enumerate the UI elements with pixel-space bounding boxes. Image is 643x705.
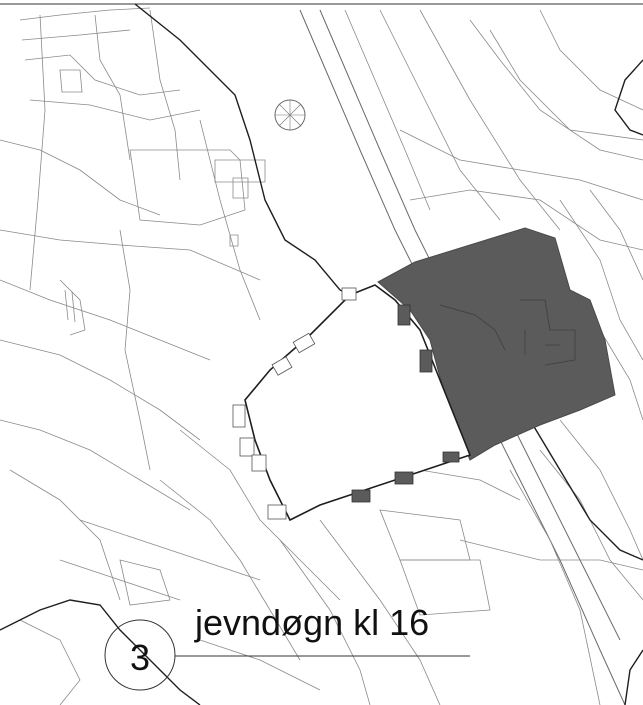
site-building: [232, 284, 472, 522]
map-caption: 3 jevndøgn kl 16: [104, 602, 470, 691]
caption-number-circle: [104, 619, 176, 691]
shadow-inner-lines: [439, 299, 576, 366]
shadow-area: [377, 227, 616, 461]
compass-rose-icon: [275, 100, 305, 130]
caption-title: jevndøgn kl 16: [194, 602, 429, 643]
caption-number: 3: [130, 637, 150, 678]
